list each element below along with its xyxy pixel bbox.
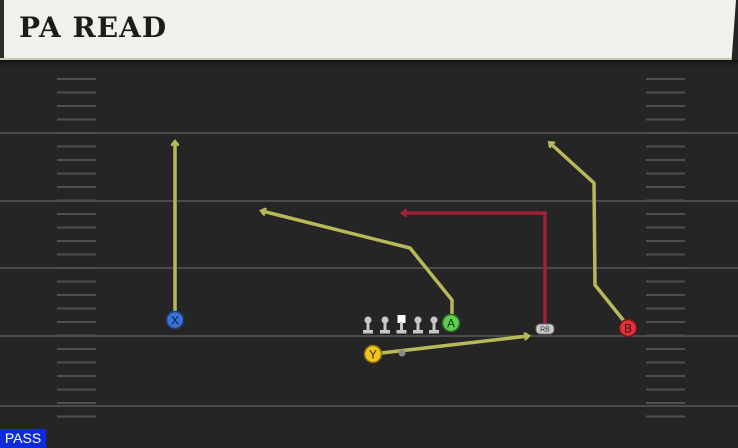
player-rb[interactable]: RB	[535, 323, 555, 335]
route-b-corner	[550, 143, 630, 328]
lineman-lg	[380, 316, 390, 334]
player-y-icon	[363, 344, 383, 364]
route-y-flat	[372, 336, 528, 356]
lineman-rg	[413, 316, 423, 334]
player-a-icon	[441, 313, 461, 333]
player-a-label: A	[447, 317, 455, 331]
player-y[interactable]: Y	[363, 344, 383, 364]
header-accent-bar	[0, 0, 4, 58]
player-b[interactable]: B	[618, 318, 638, 338]
lineman-rt	[429, 316, 439, 334]
center	[396, 315, 407, 334]
lineman-lt	[363, 316, 373, 334]
route-rb-wheel	[403, 213, 547, 325]
player-x[interactable]: X	[165, 310, 185, 330]
routes	[175, 142, 630, 356]
yard-lines	[0, 132, 738, 407]
player-a[interactable]: A	[441, 313, 461, 333]
play-type-badge: PASS	[0, 429, 46, 448]
route-a-post	[262, 211, 454, 322]
player-x-icon	[165, 310, 185, 330]
hash-marks-right	[646, 78, 685, 418]
play-header: PA READ	[0, 0, 736, 60]
header-shadow	[0, 60, 738, 66]
player-b-icon	[618, 318, 638, 338]
player-x-label: X	[171, 314, 179, 328]
player-y-label: Y	[369, 348, 377, 362]
quarterback	[398, 349, 406, 357]
player-rb-icon	[535, 323, 555, 335]
play-title: PA READ	[19, 11, 168, 44]
player-b-label: B	[624, 322, 632, 336]
offensive-line	[363, 315, 439, 357]
hash-marks-left	[57, 78, 96, 418]
player-rb-label: RB	[540, 327, 550, 334]
